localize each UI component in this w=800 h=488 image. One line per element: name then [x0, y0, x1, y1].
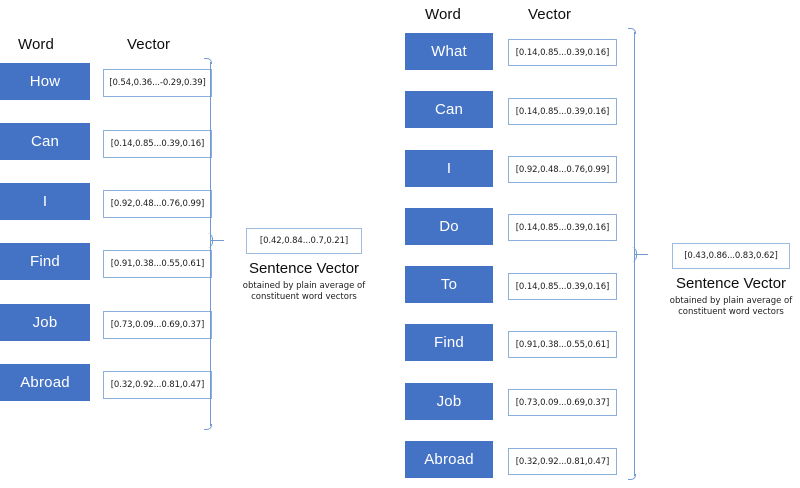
vector-value: [0.14,0.85...0.39,0.16]: [515, 281, 610, 292]
word-chip-label: Abroad: [20, 374, 70, 391]
word-chip-label: Job: [436, 393, 462, 410]
vector-box-i-right[interactable]: [0.92,0.48...0.76,0.99]: [508, 156, 617, 183]
caption-line-1: obtained by plain average of: [242, 280, 366, 291]
word-chip-job-right[interactable]: Job: [405, 383, 493, 420]
vector-box-job-right[interactable]: [0.73,0.09...0.69,0.37]: [508, 389, 617, 416]
word-chip-do[interactable]: Do: [405, 208, 493, 245]
word-chip-label: I: [42, 193, 48, 210]
vector-box-can-right[interactable]: [0.14,0.85...0.39,0.16]: [508, 98, 617, 125]
word-chip-label: Find: [434, 334, 464, 351]
sentence-vector-value: [0.43,0.86...0.83,0.62]: [684, 251, 778, 261]
word-chip-job-left[interactable]: Job: [0, 304, 90, 341]
word-chip-to[interactable]: To: [405, 266, 493, 303]
word-chip-find-right[interactable]: Find: [405, 324, 493, 361]
vector-value: [0.14,0.85...0.39,0.16]: [515, 106, 610, 117]
vector-box-do[interactable]: [0.14,0.85...0.39,0.16]: [508, 214, 617, 241]
brace-mid-hook-lower: [630, 255, 637, 262]
word-chip-how[interactable]: How: [0, 63, 90, 100]
left-aggregation-brace: [204, 58, 226, 430]
word-chip-can-right[interactable]: Can: [405, 91, 493, 128]
vector-box-how[interactable]: [0.54,0.36...-0.29,0.39]: [103, 69, 212, 97]
word-chip-can-left[interactable]: Can: [0, 123, 90, 160]
left-word-column-header: Word: [18, 36, 54, 53]
vector-value: [0.91,0.38...0.55,0.61]: [515, 339, 610, 350]
vector-value: [0.73,0.09...0.69,0.37]: [515, 397, 610, 408]
vector-box-can-left[interactable]: [0.14,0.85...0.39,0.16]: [103, 130, 212, 158]
brace-mid-hook-upper: [630, 247, 637, 254]
vector-value: [0.32,0.92...0.81,0.47]: [515, 456, 610, 467]
brace-mid-hook-upper: [206, 233, 213, 240]
word-chip-i-left[interactable]: I: [0, 183, 90, 220]
word-chip-label: How: [29, 73, 61, 90]
caption-title: Sentence Vector: [248, 260, 360, 277]
word-chip-i-right[interactable]: I: [405, 150, 493, 187]
vector-value: [0.14,0.85...0.39,0.16]: [515, 47, 610, 58]
brace-top-hook: [204, 58, 212, 64]
caption-title: Sentence Vector: [675, 275, 787, 292]
word-chip-abroad-left[interactable]: Abroad: [0, 364, 90, 401]
word-chip-label: Find: [30, 253, 60, 270]
brace-bottom-hook: [628, 474, 636, 480]
vector-value: [0.14,0.85...0.39,0.16]: [110, 139, 205, 149]
sentence-vector-value: [0.42,0.84...0.7,0.21]: [259, 236, 349, 246]
word-chip-label: What: [431, 43, 467, 60]
word-chip-label: To: [440, 276, 458, 293]
brace-mid-tick: [210, 240, 224, 241]
vector-box-what[interactable]: [0.14,0.85...0.39,0.16]: [508, 39, 617, 66]
word-chip-label: Can: [434, 101, 464, 118]
brace-top-hook: [628, 28, 636, 34]
vector-value: [0.92,0.48...0.76,0.99]: [110, 199, 205, 209]
vector-box-i-left[interactable]: [0.92,0.48...0.76,0.99]: [103, 190, 212, 218]
vector-box-abroad-left[interactable]: [0.32,0.92...0.81,0.47]: [103, 371, 212, 399]
right-aggregation-brace: [628, 28, 650, 480]
left-vector-column-header: Vector: [127, 36, 171, 53]
vector-box-abroad-right[interactable]: [0.32,0.92...0.81,0.47]: [508, 448, 617, 475]
right-word-column-header: Word: [425, 6, 461, 23]
word-chip-find-left[interactable]: Find: [0, 243, 90, 280]
brace-bottom-hook: [204, 424, 212, 430]
word-chip-label: Job: [32, 314, 58, 331]
vector-box-job-left[interactable]: [0.73,0.09...0.69,0.37]: [103, 311, 212, 339]
vector-value: [0.91,0.38...0.55,0.61]: [110, 259, 205, 269]
word-chip-abroad-right[interactable]: Abroad: [405, 441, 493, 478]
word-chip-label: Do: [439, 218, 459, 235]
vector-box-to[interactable]: [0.14,0.85...0.39,0.16]: [508, 273, 617, 300]
sentence-vector-box-right[interactable]: [0.43,0.86...0.83,0.62]: [672, 243, 790, 269]
caption-line-2: constituent word vectors: [251, 292, 357, 303]
vector-value: [0.54,0.36...-0.29,0.39]: [109, 78, 206, 88]
sentence-vector-caption-right: Sentence Vector obtained by plain averag…: [661, 275, 800, 319]
brace-mid-tick: [634, 254, 648, 255]
caption-line-1: obtained by plain average of: [669, 295, 793, 306]
word-chip-label: Abroad: [424, 451, 474, 468]
word-chip-what[interactable]: What: [405, 33, 493, 70]
vector-value: [0.73,0.09...0.69,0.37]: [110, 320, 205, 330]
sentence-vector-box-left[interactable]: [0.42,0.84...0.7,0.21]: [246, 228, 362, 254]
vector-box-find-right[interactable]: [0.91,0.38...0.55,0.61]: [508, 331, 617, 358]
word-chip-label: Can: [30, 133, 60, 150]
vector-value: [0.14,0.85...0.39,0.16]: [515, 222, 610, 233]
caption-line-2: constituent word vectors: [678, 307, 784, 318]
vector-value: [0.92,0.48...0.76,0.99]: [515, 164, 610, 175]
word-chip-label: I: [446, 160, 452, 177]
right-vector-column-header: Vector: [528, 6, 572, 23]
sentence-vector-caption-left: Sentence Vector obtained by plain averag…: [234, 260, 374, 304]
vector-value: [0.32,0.92...0.81,0.47]: [110, 380, 205, 390]
vector-box-find-left[interactable]: [0.91,0.38...0.55,0.61]: [103, 250, 212, 278]
brace-mid-hook-lower: [206, 241, 213, 248]
